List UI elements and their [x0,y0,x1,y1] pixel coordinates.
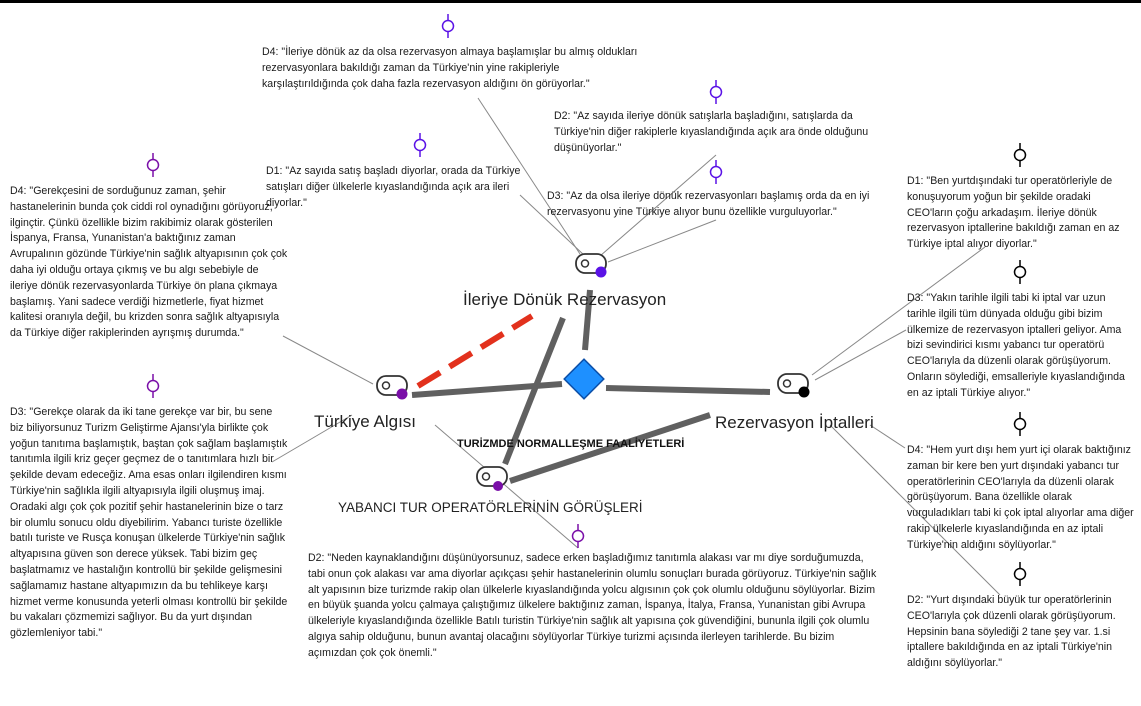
edge-center-iptal [605,385,771,395]
connector-algi-d3 [271,414,353,463]
connector-ileriye-d3 [607,219,717,263]
quote-algi-d2: D2: "Neden kaynaklandığını düşünüyorsunu… [308,552,877,659]
algi-node-icon[interactable] [376,375,408,400]
quote-ileriye-d3: D3: "Az da olsa ileriye dönük rezervasyo… [547,190,870,218]
connector-iptal-d1 [811,246,986,376]
quote-ileriye-d2: D2: "Az sayıda ileriye dönük satışlarla … [554,110,869,154]
edge-ileriye-center [582,289,593,351]
marker-icon-ileriye-d1 [413,133,427,157]
edge-yabanci-iptal [509,412,711,484]
quote-algi-d4: D4: "Gerekçesini de sorduğunuz zaman, şe… [10,185,288,340]
central-diamond[interactable] [563,358,605,400]
connector-algi-d2 [434,424,579,549]
edge-ileriye-yabanci [502,316,566,466]
quote-ileriye-d1: D1: "Az sayıda satış başladı diyorlar, o… [266,165,521,209]
marker-icon-algi-d4 [146,153,160,177]
top-border [0,0,1141,3]
ileriye-node-icon[interactable] [575,253,607,278]
connector-iptal-d3 [814,329,907,381]
marker-icon-algi-d2 [571,524,585,548]
marker-icon-iptal-d3 [1013,260,1027,284]
quote-iptal-d3: D3: "Yakın tarihle ilgili tabi ki iptal … [907,292,1125,399]
theme-edges [411,289,771,484]
connector-iptal-d4 [869,424,906,449]
marker-icon-algi-d3 [146,374,160,398]
quote-iptal-d4: D4: "Hem yurt dışı hem yurt içi olarak b… [907,444,1134,551]
marker-icon-iptal-d2 [1013,562,1027,586]
marker-icon-iptal-d1 [1013,143,1027,167]
quote-connectors [271,97,1001,596]
marker-icon-ileriye-d4 [441,14,455,38]
connector-iptal-d2 [829,424,1001,596]
connector-ileriye-d4 [477,97,581,255]
connector-ileriye-d2 [599,154,717,257]
theme-label-yabanci[interactable]: YABANCI TUR OPERATÖRLERİNİN GÖRÜŞLERİ [338,500,643,515]
edge-algi-center [411,381,563,398]
theme-label-algi[interactable]: Türkiye Algısı [314,412,417,431]
quote-algi-d3: D3: "Gerekçe olarak da iki tane gerekçe … [10,406,288,640]
central-label[interactable]: TURİZMDE NORMALLEŞME FAALİYETLERİ [457,438,685,450]
connector-ileriye-d1 [519,194,586,257]
theme-label-ileriye[interactable]: İleriye Dönük Rezervasyon [463,290,667,309]
iptal-node-icon[interactable] [777,373,810,398]
theme-label-iptal[interactable]: Rezervasyon İptalleri [715,413,874,432]
quote-ileriye-d4: D4: "İleriye dönük az da olsa rezervasyo… [262,46,638,90]
edge-algi-ileriye-dashed [416,313,534,389]
connector-algi-d4 [282,335,374,385]
quote-markers [146,14,1027,586]
quote-iptal-d2: D2: "Yurt dışındaki büyük tur operatörle… [907,594,1116,670]
marker-icon-ileriye-d2 [709,80,723,104]
marker-icon-ileriye-d3 [709,160,723,184]
quote-iptal-d1: D1: "Ben yurtdışındaki tur operatörleriy… [907,175,1120,251]
marker-icon-iptal-d4 [1013,412,1027,436]
yabanci-node-icon[interactable] [476,466,508,491]
